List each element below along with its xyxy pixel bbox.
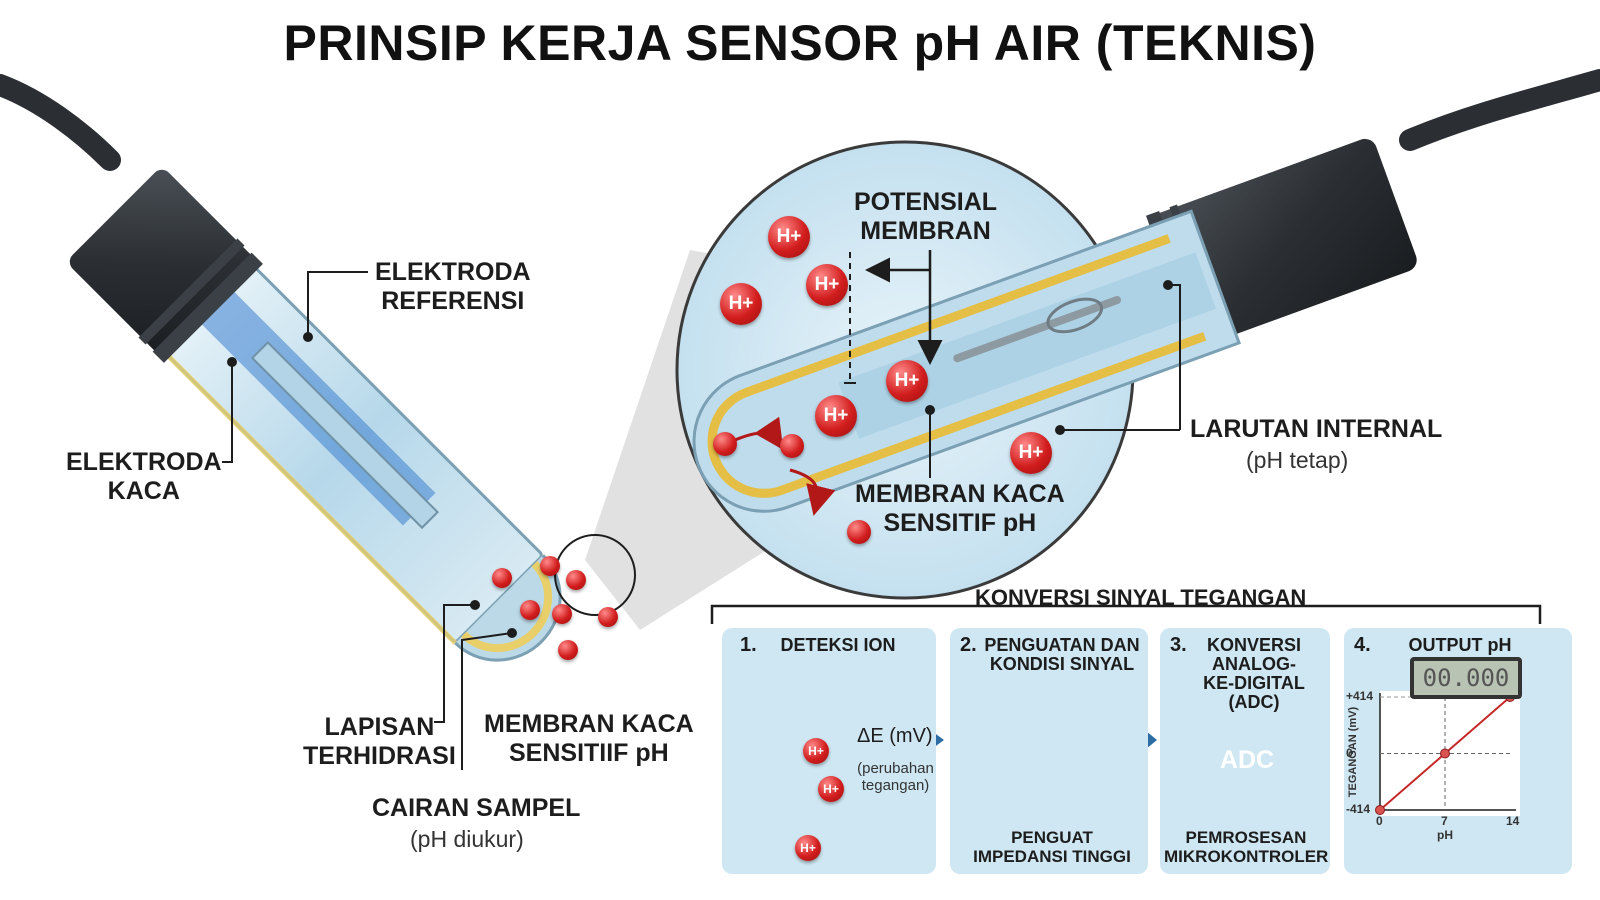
hydrogen-ion: H+ xyxy=(886,360,928,402)
chart-x-axis-label: pH xyxy=(1437,828,1453,842)
ion-dot xyxy=(552,604,572,624)
chart-x-tick-label: 0 xyxy=(1376,814,1383,828)
conversion-heading: KONVERSI SINYAL TEGANGAN xyxy=(975,585,1307,610)
step-3-number: 3. xyxy=(1170,634,1187,656)
panel-adc xyxy=(1160,628,1330,874)
hydrogen-ion: H+ xyxy=(818,776,844,802)
label-zoom-glass-membrane: MEMBRAN KACA SENSITIF pH xyxy=(855,480,1065,537)
page-title: PRINSIP KERJA SENSOR pH AIR (TEKNIS) xyxy=(283,15,1317,71)
hydrogen-ion: H+ xyxy=(768,216,810,258)
label-sample-liquid: CAIRAN SAMPEL xyxy=(372,794,581,822)
left-probe-cable xyxy=(0,74,121,171)
left-probe xyxy=(0,74,636,662)
label-reference-electrode: ELEKTRODA REFERENSI xyxy=(375,258,531,315)
label-hydrated-layer: LAPISAN TERHIDRASI xyxy=(303,713,456,770)
label-sample-liquid-sub: (pH diukur) xyxy=(410,826,524,852)
hydrogen-ion: H+ xyxy=(803,738,829,764)
step-4-title: OUTPUT pH xyxy=(1408,635,1512,655)
step-1-number: 1. xyxy=(740,634,757,656)
ion-dot xyxy=(713,432,737,456)
step-3-caption: PEMROSESAN MIKROKONTROLER xyxy=(1164,828,1329,866)
tip-zoom-ring xyxy=(554,534,636,616)
ph-lcd-display: 00.000 xyxy=(1410,657,1522,699)
ion-dot xyxy=(566,570,586,590)
chart-x-tick-label: 14 xyxy=(1506,814,1520,828)
hydrogen-ion: H+ xyxy=(815,395,857,437)
hydrogen-ion: H+ xyxy=(1010,432,1052,474)
step-2-caption: PENGUAT IMPEDANSI TINGGI xyxy=(973,828,1131,866)
ion-dot xyxy=(780,434,804,458)
ion-dot xyxy=(558,640,578,660)
label-internal-solution: LARUTAN INTERNAL xyxy=(1190,415,1443,443)
hydrogen-ion: H+ xyxy=(806,264,848,306)
delta-e-sub: (perubahan tegangan) xyxy=(857,760,934,794)
step-1-title: DETEKSI ION xyxy=(780,635,896,655)
chart-y-tick-label: -414 xyxy=(1346,802,1371,816)
right-probe-cable xyxy=(1399,69,1600,151)
conversion-bracket xyxy=(710,604,1542,624)
label-internal-solution-sub: (pH tetap) xyxy=(1246,447,1349,473)
panel-amplification xyxy=(950,628,1148,874)
leader-lines xyxy=(222,271,1181,770)
chart-y-tick-label: 0 xyxy=(1346,745,1353,760)
ion-dot xyxy=(598,607,618,627)
label-glass-membrane: MEMBRAN KACA SENSITIIF pH xyxy=(484,710,694,767)
step-4-number: 4. xyxy=(1354,634,1371,656)
chart-x-tick-label: 7 xyxy=(1441,814,1448,828)
delta-e-label: ΔE (mV) xyxy=(857,725,933,747)
step-2-title: PENGUATAN DAN KONDISI SINYAL xyxy=(984,635,1140,674)
chart-y-tick-label: +414 xyxy=(1346,689,1374,703)
ion-dot xyxy=(847,520,871,544)
step-2-number: 2. xyxy=(960,634,977,656)
hydrogen-ion: H+ xyxy=(720,283,762,325)
chart-y-axis-label: TEGANGAN (mV) xyxy=(1347,706,1360,797)
step-3-title: KONVERSI ANALOG- KE-DIGITAL (ADC) xyxy=(1203,635,1305,712)
panel-ion-detection xyxy=(722,628,936,874)
ion-dot xyxy=(520,600,540,620)
hydrogen-ion: H+ xyxy=(795,835,821,861)
ion-dot xyxy=(540,556,560,576)
adc-chip-label: ADC xyxy=(1219,746,1275,774)
label-glass-electrode: ELEKTRODA KACA xyxy=(66,448,222,505)
label-membrane-potential: POTENSIAL MEMBRAN xyxy=(854,188,998,245)
ion-dot xyxy=(492,568,512,588)
